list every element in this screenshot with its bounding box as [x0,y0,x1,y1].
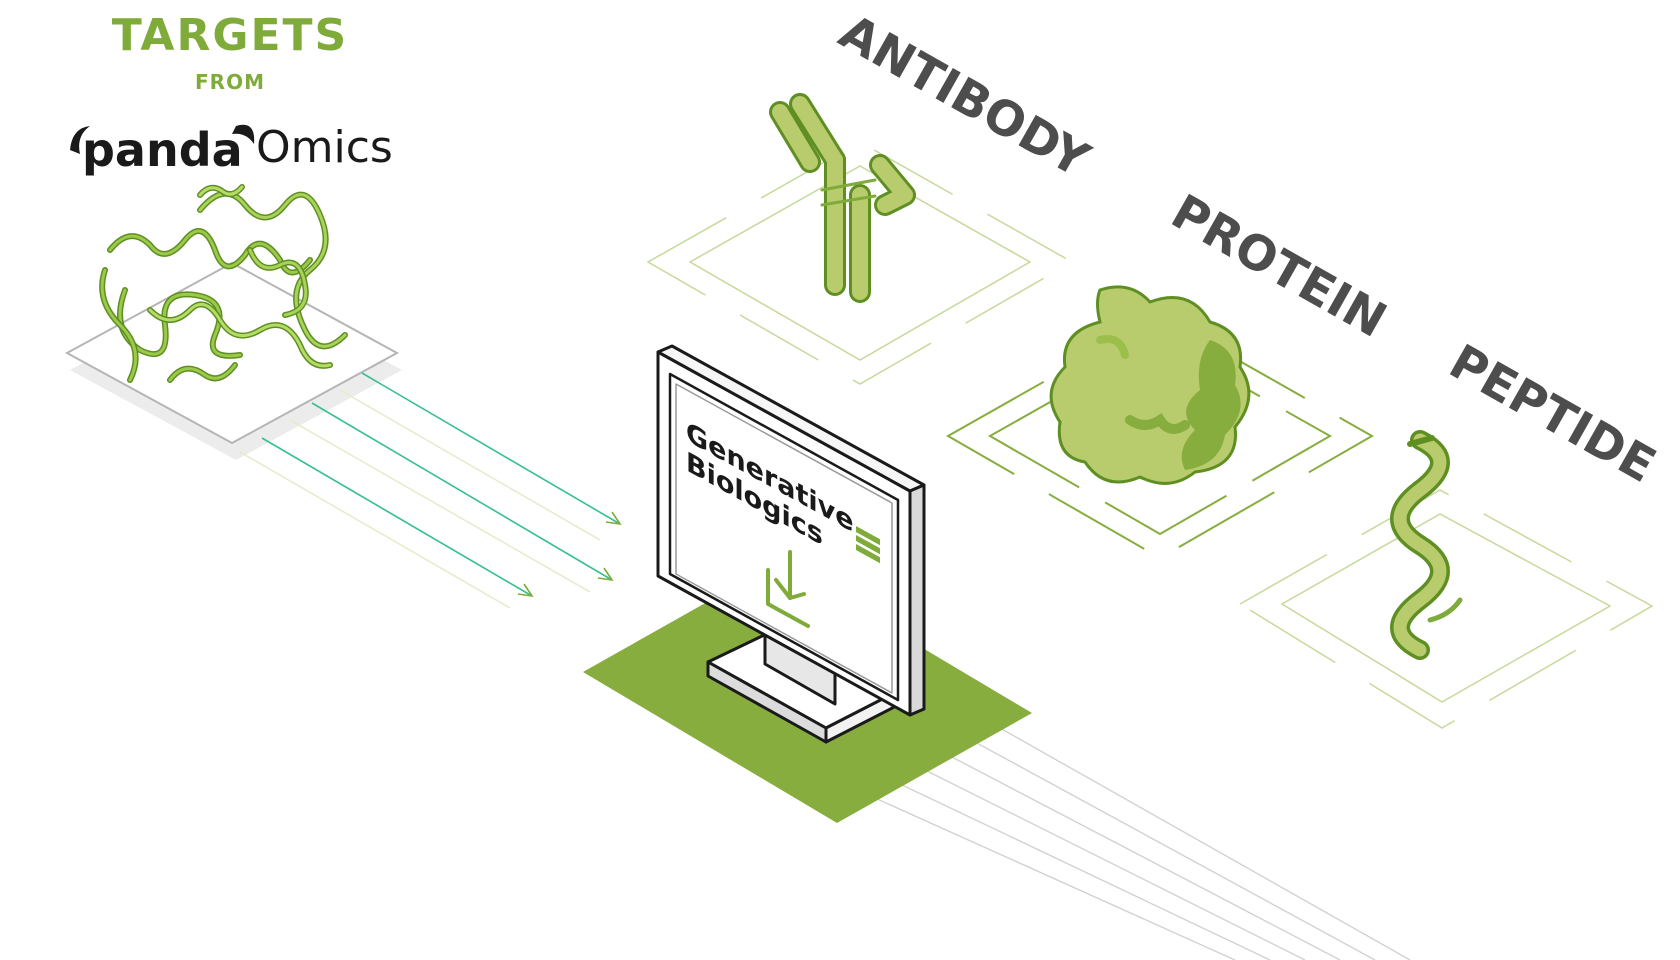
panda-ear-right-icon [232,124,255,144]
flow-arrow-faint-3 [239,451,511,609]
flow-arrow-line-3 [261,437,533,597]
protein-blob-icon [1049,285,1251,485]
peptide-plate [1238,489,1654,729]
flow-arrowhead-2 [597,567,614,582]
antibody-icon [769,93,916,303]
helix-icon [1390,430,1463,660]
pandaomics-logo: panda Omics [70,122,393,177]
flow-arrow-faint-1 [339,389,601,541]
flow-arrowhead-3 [517,583,534,598]
targets-header: TARGETS FROM [112,10,348,94]
brand-panda: panda [82,123,243,177]
output-lines [874,727,1411,960]
monitor [656,344,926,744]
brand-omics: Omics [256,122,393,173]
protein-ribbon-icon [99,184,348,383]
flow-arrowhead-1 [605,511,622,526]
flow-arrows [239,372,622,609]
flow-arrow-line-2 [311,402,613,581]
antibody-plate [646,141,1074,385]
target-plate [64,261,402,460]
flow-arrow-line-1 [361,372,621,525]
label-peptide: PEPTIDE [1440,334,1665,494]
flow-arrow-faint-2 [289,419,591,593]
panda-ear-left-icon [70,126,90,154]
targets-title: TARGETS [112,10,348,61]
targets-subtitle: FROM [195,70,265,94]
monitor-screen [668,372,900,702]
download-arrow-icon [766,550,810,628]
insilico-logo-icon [856,526,880,564]
